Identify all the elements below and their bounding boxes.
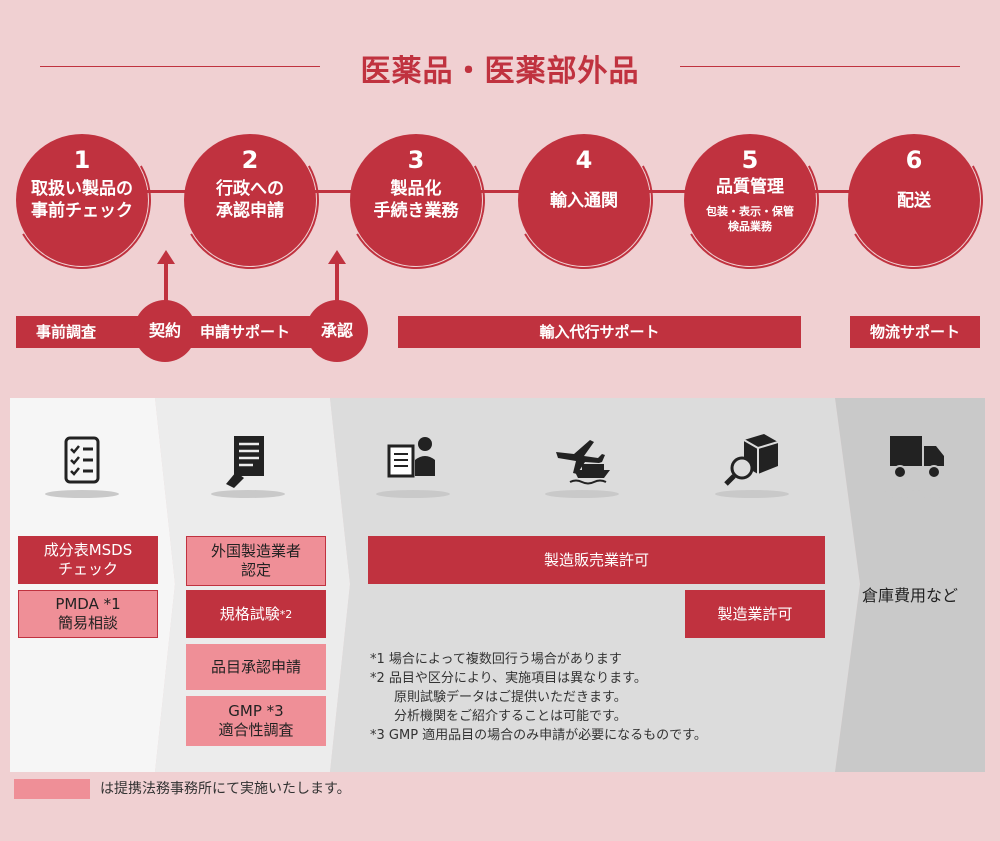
spec-test-box: 規格試験*2	[186, 590, 326, 638]
step-label: 配送	[897, 191, 931, 211]
icon-shadow	[715, 490, 789, 498]
product-approval-box: 品目承認申請	[186, 644, 326, 690]
legend-text: は提携法務事務所にて実施いたします。	[100, 781, 351, 797]
footnote-2-line-3: 分析機関をご紹介することは可能です。	[394, 709, 627, 724]
approval-circle: 承認	[306, 300, 368, 362]
step-number: 3	[407, 146, 425, 174]
warehouse-label: 倉庫費用など	[862, 586, 959, 605]
spec-test-label: 規格試験	[219, 604, 280, 623]
icon-shadow	[879, 490, 953, 498]
step-circle: 1 取扱い製品の 事前チェック	[16, 134, 148, 266]
step-label: 製品化 手続き業務	[373, 179, 459, 221]
sales-license-box: 製造販売業許可	[368, 536, 825, 584]
step-circle: 3 製品化 手続き業務	[350, 134, 482, 266]
icon-shadow	[45, 490, 119, 498]
footnotes: *1 場合によって複数回行う場合があります *2 品目や区分により、実施項目は異…	[370, 650, 707, 745]
arrow-head-approval	[328, 250, 346, 264]
plane-ship-icon	[556, 440, 610, 485]
mfg-license-box: 製造業許可	[685, 590, 825, 638]
step-circle: 4 輸入通関	[518, 134, 650, 266]
legend-swatch	[14, 779, 90, 799]
step-sublabel: 包装・表示・保管 検品業務	[706, 205, 794, 233]
step-label: 取扱い製品の 事前チェック	[31, 179, 133, 221]
arrow-up-approval	[335, 262, 339, 302]
pmda-consult-box: PMDA *1 簡易相談	[18, 590, 158, 638]
arrow-up-contract	[164, 262, 168, 302]
icon-shadow	[211, 490, 285, 498]
spec-test-note: *2	[279, 607, 293, 621]
msds-check-box: 成分表MSDS チェック	[18, 536, 158, 584]
step-circle: 2 行政への 承認申請	[184, 134, 316, 266]
package-inspect-icon	[724, 434, 779, 486]
footnote-2: *2 品目や区分により、実施項目は異なります。	[370, 671, 647, 686]
step-label: 品質管理	[716, 177, 784, 197]
checklist-icon	[64, 436, 100, 484]
title-rule-right	[680, 66, 960, 67]
application-support-label: 申請サポート	[200, 323, 291, 341]
arrow-head-contract	[157, 250, 175, 264]
title-rule-left	[40, 66, 320, 67]
icon-shadow	[545, 490, 619, 498]
pre-survey-label: 事前調査	[36, 323, 97, 341]
step-number: 4	[575, 146, 593, 174]
step-number: 2	[241, 146, 259, 174]
foreign-maker-box: 外国製造業者 認定	[186, 536, 326, 586]
step-number: 5	[741, 146, 759, 174]
step-circle: 6 配送	[848, 134, 980, 266]
document-person-icon	[387, 437, 435, 478]
steps-connector	[60, 190, 960, 193]
import-support-bar: 輸入代行サポート	[398, 316, 801, 348]
page-title: 医薬品・医薬部外品	[360, 54, 640, 89]
logistics-support-bar: 物流サポート	[850, 316, 980, 348]
footnote-2-line-2: 原則試験データはご提供いただきます。	[394, 690, 627, 705]
footnote-1: *1 場合によって複数回行う場合があります	[370, 652, 622, 667]
truck-icon	[890, 436, 944, 479]
step-number: 1	[73, 146, 91, 174]
footnote-3: *3 GMP 適用品目の場合のみ申請が必要になるものです。	[370, 728, 707, 743]
document-sign-icon	[226, 436, 264, 488]
step-label: 輸入通関	[550, 191, 618, 211]
step-circle: 5 品質管理包装・表示・保管 検品業務	[684, 134, 816, 266]
step-number: 6	[905, 146, 923, 174]
gmp-check-box: GMP *3 適合性調査	[186, 696, 326, 746]
icon-shadow	[376, 490, 450, 498]
contract-circle: 契約	[134, 300, 196, 362]
step-label: 行政への 承認申請	[216, 179, 284, 221]
